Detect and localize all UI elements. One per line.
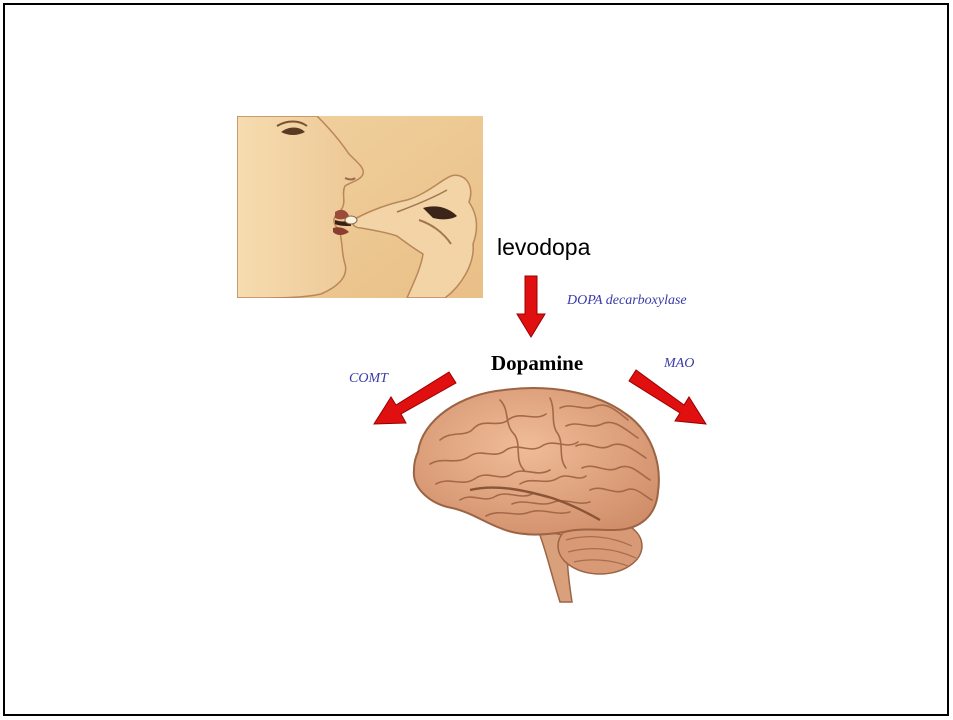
levodopa-label: levodopa xyxy=(497,234,590,261)
mao-label: MAO xyxy=(664,356,694,372)
dopa-decarboxylase-label: DOPA decarboxylase xyxy=(567,293,687,309)
brain-illustration xyxy=(400,380,670,610)
pill-taking-photo xyxy=(237,116,483,298)
comt-label: COMT xyxy=(349,371,388,387)
dopamine-label: Dopamine xyxy=(491,351,583,376)
